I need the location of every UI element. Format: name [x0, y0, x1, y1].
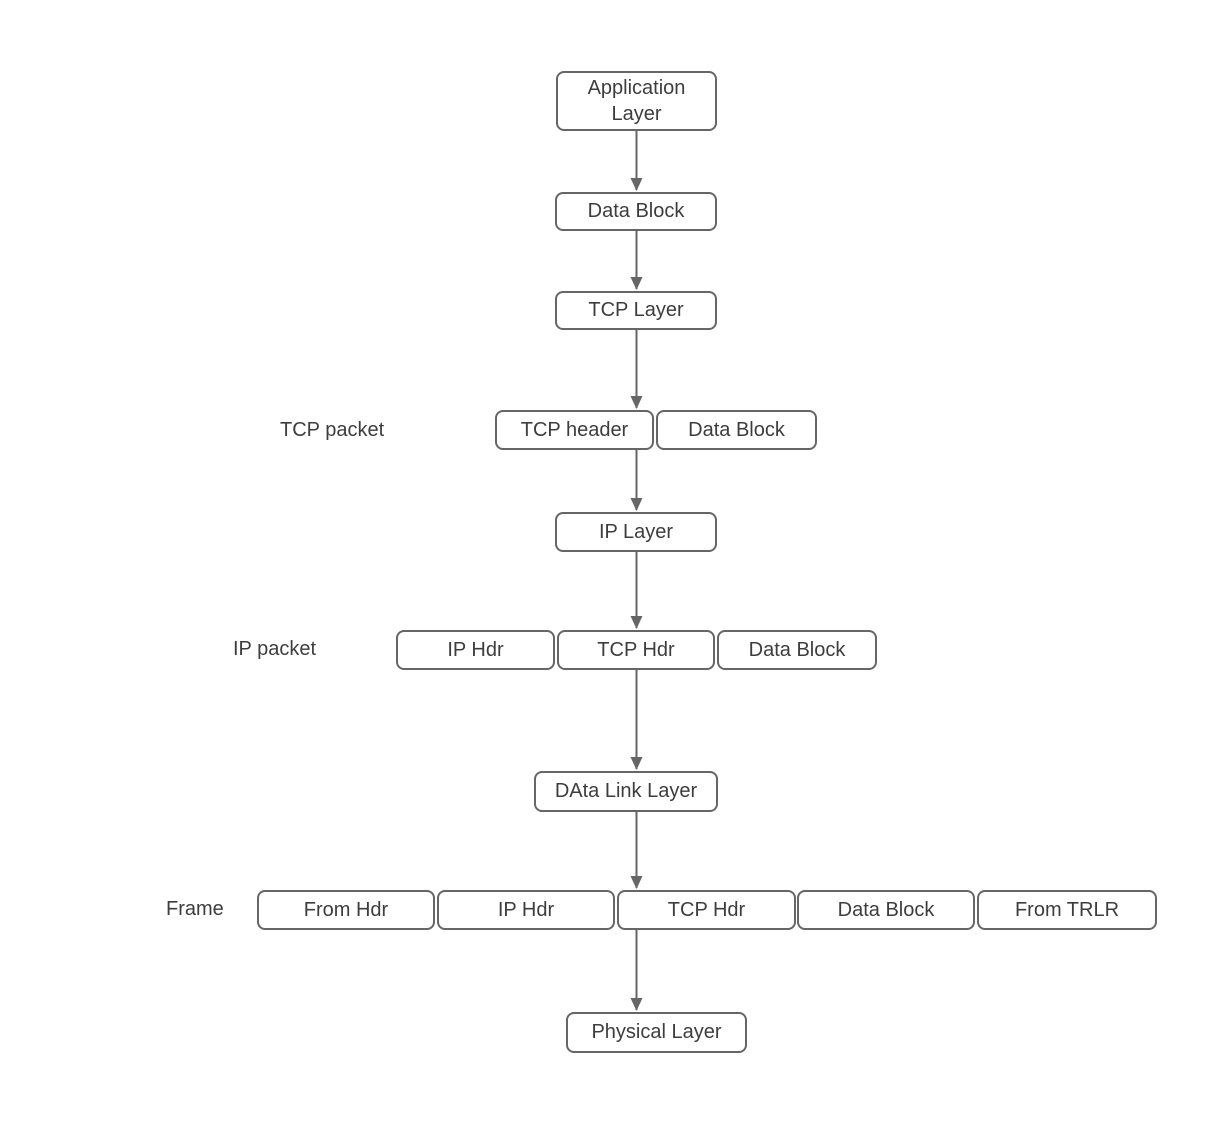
node-data-block-1: Data Block: [555, 192, 717, 231]
node-ip-hdr-2: IP Hdr: [437, 890, 615, 930]
node-data-block-3: Data Block: [717, 630, 877, 670]
node-data-link-layer: DAta Link Layer: [534, 771, 718, 812]
node-data-block-4: Data Block: [797, 890, 975, 930]
node-tcp-header: TCP header: [495, 410, 654, 450]
node-tcp-hdr-2: TCP Hdr: [617, 890, 796, 930]
node-physical-layer: Physical Layer: [566, 1012, 747, 1053]
node-from-hdr: From Hdr: [257, 890, 435, 930]
node-ip-hdr-1: IP Hdr: [396, 630, 555, 670]
label-frame: Frame: [166, 898, 224, 920]
label-tcp-packet: TCP packet: [280, 419, 385, 441]
node-tcp-layer: TCP Layer: [555, 291, 717, 330]
node-data-block-2: Data Block: [656, 410, 817, 450]
node-tcp-hdr-1: TCP Hdr: [557, 630, 715, 670]
node-application-layer: Application Layer: [556, 71, 717, 131]
label-ip-packet: IP packet: [233, 638, 317, 660]
node-from-trlr: From TRLR: [977, 890, 1157, 930]
node-ip-layer: IP Layer: [555, 512, 717, 552]
